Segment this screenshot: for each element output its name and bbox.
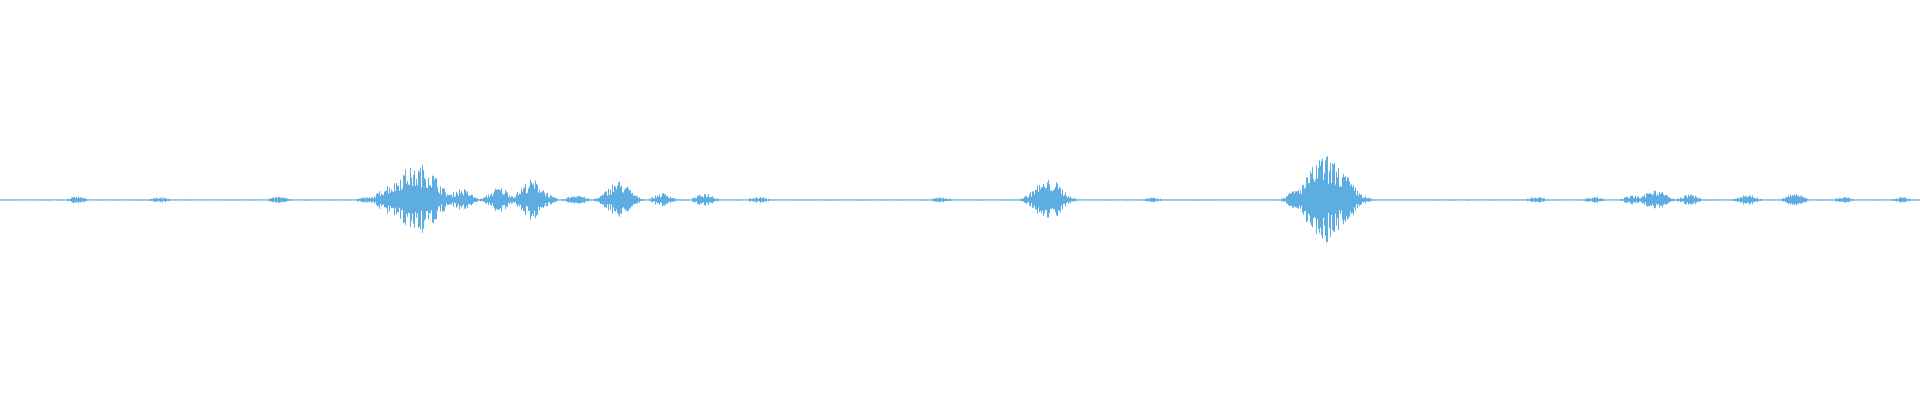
waveform-bars xyxy=(0,156,1920,243)
